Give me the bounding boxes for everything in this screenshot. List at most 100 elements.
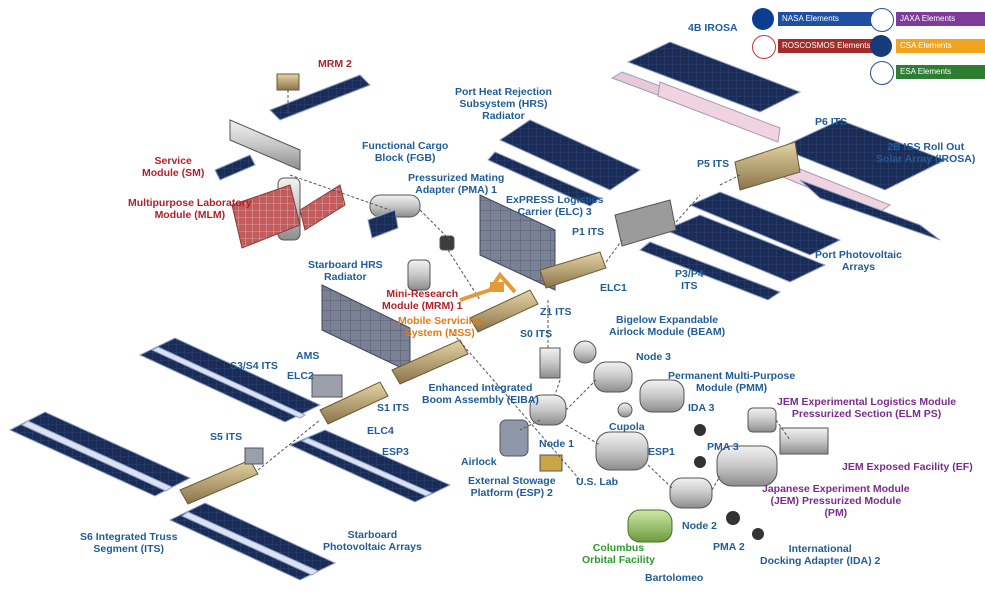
label-s0-line: S0 ITS [520, 328, 553, 340]
label-elc3-line2: Carrier (ELC) 3 [517, 206, 592, 218]
label-mrm2: MRM 2 [318, 58, 352, 70]
label-esp3-line: ESP3 [382, 446, 409, 458]
label-jem: Japanese Experiment Module (JEM) Pressur… [762, 483, 910, 519]
main-truss [179, 141, 801, 505]
roscosmos-logo-icon [752, 35, 776, 59]
label-uslab-line: U.S. Lab [576, 476, 619, 488]
label-ef: JEM Exposed Facility (EF) [842, 461, 973, 473]
label-stbd-pv-line2: Photovoltaic Arrays [323, 541, 422, 553]
label-p5: P5 ITS [697, 158, 729, 170]
label-mlm: Multipurpose Laboratory Module (MLM) [128, 197, 252, 221]
legend-roscosmos-label: ROSCOSMOS Elements [778, 39, 882, 53]
port-solar-array-4b [610, 41, 802, 143]
label-2b-irosa-line2: Solar Array (IROSA) [876, 153, 976, 165]
legend-esa-label: ESA Elements [896, 65, 985, 79]
label-elc3: ExPRESS Logistics Carrier (ELC) 3 [506, 194, 603, 218]
label-beam-line1: Bigelow Expandable [615, 314, 719, 326]
label-sm-line1: Service [154, 155, 192, 167]
label-mss: Mobile Servicing System (MSS) [398, 315, 481, 339]
label-node3-line: Node 3 [636, 351, 672, 363]
label-fgb: Functional Cargo Block (FGB) [362, 140, 448, 164]
jaxa-logo-icon [870, 8, 894, 32]
label-s0: S0 ITS [520, 328, 552, 340]
label-beam: Bigelow Expandable Airlock Module (BEAM) [609, 314, 725, 338]
label-ams: AMS [296, 350, 319, 362]
label-elc2-line: ELC2 [287, 370, 314, 382]
label-esp2-line1: External Stowage [468, 475, 556, 487]
label-p1: P1 ITS [572, 226, 604, 238]
label-ef-line: JEM Exposed Facility (EF) [842, 461, 973, 473]
p1-p3-arrays [487, 119, 642, 207]
starboard-array-s4 [138, 337, 322, 423]
port-photovoltaic-arrays [639, 191, 842, 301]
label-2b-irosa-line1: 2B ISS Roll Out [887, 141, 965, 153]
label-hrs-port-line3: Radiator [482, 110, 525, 122]
label-ams-line: AMS [296, 350, 320, 362]
label-hrs-port-line1: Port Heat Rejection [455, 86, 552, 98]
label-esp1-line: ESP1 [648, 446, 675, 458]
us-modules [244, 300, 829, 543]
label-airlock-line: Airlock [461, 456, 497, 468]
label-2b-irosa: 2B ISS Roll Out Solar Array (IROSA) [876, 141, 975, 165]
label-bartolomeo: Bartolomeo [645, 572, 703, 584]
label-pma2: PMA 2 [713, 541, 745, 553]
label-eiba-line2: Boom Assembly (EIBA) [422, 394, 539, 406]
label-stbd-pv-line1: Starboard [347, 529, 398, 541]
label-mss-line2: System (MSS) [404, 327, 475, 339]
label-hrs-stbd-line2: Radiator [324, 271, 367, 283]
label-pma2-line: PMA 2 [713, 541, 745, 553]
starboard-array-s6-lower [168, 502, 337, 581]
label-s3s4-line: S3/S4 ITS [230, 360, 278, 372]
label-mrm1: Mini-Research Module (MRM) 1 [382, 288, 463, 312]
label-sm: Service Module (SM) [142, 155, 204, 179]
label-s1: S1 ITS [377, 402, 409, 414]
label-bartolomeo-line: Bartolomeo [645, 572, 704, 584]
label-port-pv-line2: Arrays [841, 261, 876, 273]
label-p3p4: P3/P4 ITS [675, 268, 704, 292]
label-node1: Node 1 [539, 438, 574, 450]
label-columbus-line2: Orbital Facility [582, 554, 655, 566]
label-esp2: External Stowage Platform (ESP) 2 [468, 475, 556, 499]
label-node3: Node 3 [636, 351, 671, 363]
label-elc2: ELC2 [287, 370, 314, 382]
label-pma3: PMA 3 [707, 441, 739, 453]
label-port-pv: Port Photovoltaic Arrays [815, 249, 902, 273]
label-port-pv-line1: Port Photovoltaic [815, 249, 902, 261]
label-hrs-port: Port Heat Rejection Subsystem (HRS) Radi… [455, 86, 552, 122]
label-ida2: International Docking Adapter (IDA) 2 [760, 543, 880, 567]
label-mlm-line1: Multipurpose Laboratory [128, 197, 252, 209]
label-stbd-pv: Starboard Photovoltaic Arrays [323, 529, 422, 553]
label-4b-irosa: 4B IROSA [688, 22, 738, 34]
label-esp1: ESP1 [648, 446, 675, 458]
label-s5: S5 ITS [210, 431, 242, 443]
label-beam-line2: Airlock Module (BEAM) [609, 326, 726, 338]
label-hrs-port-line2: Subsystem (HRS) [459, 98, 548, 110]
label-s1-line: S1 ITS [377, 402, 410, 414]
label-pma1: Pressurized Mating Adapter (PMA) 1 [408, 172, 504, 196]
label-s6: S6 Integrated Truss Segment (ITS) [80, 531, 177, 555]
label-hrs-stbd-line1: Starboard HRS [308, 259, 383, 271]
label-mss-line1: Mobile Servicing [398, 315, 482, 327]
label-pmm: Permanent Multi-Purpose Module (PMM) [668, 370, 795, 394]
label-s6-line1: S6 Integrated Truss [80, 531, 178, 543]
label-esp3: ESP3 [382, 446, 409, 458]
label-elc4: ELC4 [367, 425, 394, 437]
csa-logo-icon [870, 35, 892, 57]
label-mrm2-line: MRM 2 [318, 58, 352, 70]
label-pma1-line1: Pressurized Mating [408, 172, 505, 184]
label-ida2-line2: Docking Adapter (IDA) 2 [760, 555, 881, 567]
label-elc1: ELC1 [600, 282, 627, 294]
label-eiba-line1: Enhanced Integrated [428, 382, 533, 394]
label-p3p4-line1: P3/P4 [675, 268, 704, 280]
label-pmm-line2: Module (PMM) [696, 382, 768, 394]
label-fgb-line2: Block (FGB) [374, 152, 436, 164]
label-airlock: Airlock [461, 456, 497, 468]
label-columbus: Columbus Orbital Facility [582, 542, 655, 566]
label-z1-line: Z1 ITS [540, 306, 572, 318]
russian-segment [214, 73, 481, 301]
label-eiba: Enhanced Integrated Boom Assembly (EIBA) [422, 382, 539, 406]
label-fgb-line1: Functional Cargo [362, 140, 449, 152]
label-node2-line: Node 2 [682, 520, 718, 532]
